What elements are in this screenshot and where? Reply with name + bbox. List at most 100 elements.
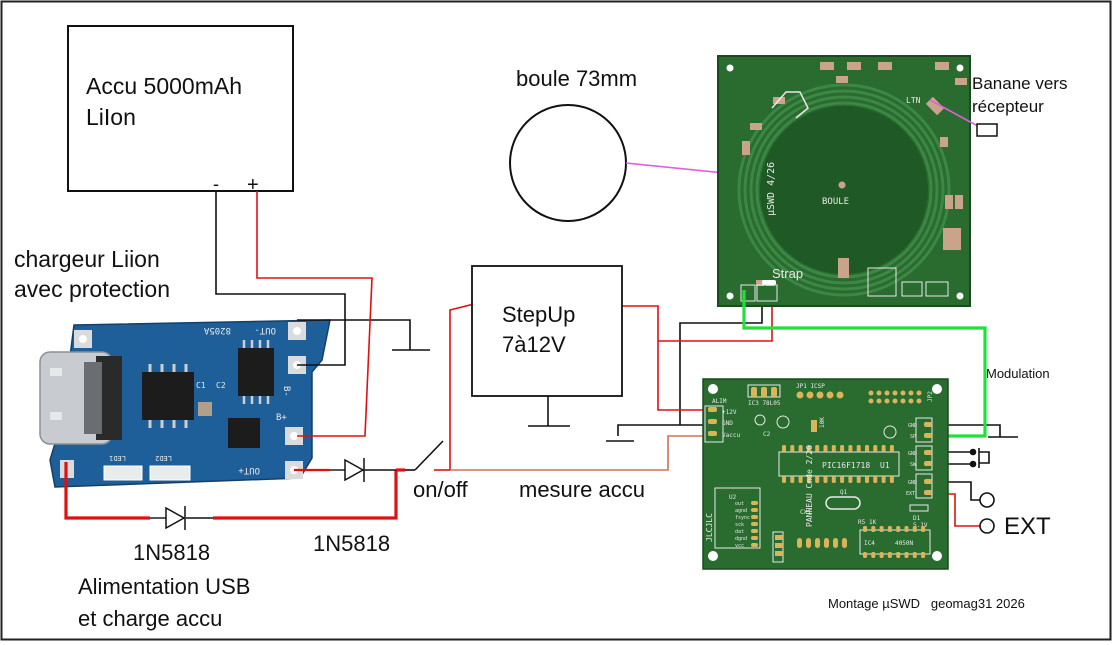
pcb-r5-label: R5 bbox=[858, 519, 866, 526]
coil-trace bbox=[771, 91, 809, 119]
u2-pin-label: agnd bbox=[735, 508, 747, 514]
pcb-ic4-outline bbox=[859, 529, 931, 555]
pcb-mcu-label: PIC16F1718 bbox=[822, 461, 870, 470]
ic4-pin bbox=[904, 526, 909, 532]
charger-silk-chip: 8205A bbox=[203, 325, 231, 335]
pcb-jlc-label: JLCJLC bbox=[705, 513, 714, 542]
jp2-header bbox=[868, 390, 922, 404]
battery-label-line1: Accu 5000mAh bbox=[86, 73, 242, 99]
pcb-cap-c1-icon bbox=[754, 414, 766, 426]
pcb-ext-gnd-label: GND bbox=[908, 480, 917, 486]
pcb-ic4-val: 4050N bbox=[895, 540, 913, 547]
charger-silk-out-plus: OUT+ bbox=[238, 465, 260, 475]
coil-mounting-holes bbox=[726, 64, 964, 300]
charger-ic-8205a bbox=[238, 348, 274, 396]
charger-silk-c5: C2 bbox=[216, 381, 226, 390]
pcb-12v-label: +12V bbox=[722, 409, 737, 416]
wire-battery-minus bbox=[215, 191, 346, 366]
charger-label-line2: avec protection bbox=[14, 276, 170, 302]
diode-usb-icon bbox=[165, 506, 186, 530]
mcu-pin bbox=[865, 445, 869, 452]
mcu-pin bbox=[790, 445, 795, 452]
charger-ic-u1 bbox=[142, 372, 194, 420]
wire-stepup-out bbox=[620, 305, 706, 411]
ic4-pin bbox=[887, 552, 892, 558]
u2-pin bbox=[751, 508, 758, 512]
mcu-pin bbox=[840, 445, 845, 452]
pcb-d1-label: D1 bbox=[913, 515, 921, 522]
ic4-pin bbox=[863, 526, 867, 532]
mcu-pin bbox=[889, 445, 894, 452]
mcu-pin bbox=[806, 445, 811, 452]
charger-ic-u1-pins bbox=[148, 364, 188, 428]
ic4-pin bbox=[887, 526, 892, 532]
pcb-u2-label: U2 bbox=[729, 494, 737, 501]
coil-connector-1 bbox=[740, 284, 756, 302]
u2-pin bbox=[751, 529, 758, 533]
pcb-ic3-label: IC3 78L05 bbox=[748, 400, 781, 407]
pcb-alim-label: ALIM bbox=[712, 398, 727, 405]
header-pin bbox=[806, 538, 811, 548]
u2-pin-label: dgnd bbox=[735, 536, 747, 542]
banana-connector-icon[interactable] bbox=[976, 123, 998, 137]
coil-pcb[interactable]: BOULE µSWD 4/26 LTN Strap bbox=[717, 55, 971, 307]
wire-out-minus bbox=[297, 319, 411, 350]
main-pcb-body bbox=[702, 378, 949, 570]
stepup-label-line1: StepUp bbox=[502, 302, 575, 327]
pcb-sp-gnd-label: GND bbox=[908, 423, 917, 429]
ext-terminal-icon[interactable] bbox=[979, 518, 995, 534]
usb-power-label-line2: et charge accu bbox=[78, 606, 222, 631]
charger-silk-b-minus: B- bbox=[281, 386, 291, 397]
charger-silk-out-minus: OUT- bbox=[254, 325, 276, 335]
wire-battery-plus bbox=[256, 191, 373, 437]
mcu-pin bbox=[831, 445, 836, 452]
on-off-switch-icon[interactable] bbox=[405, 440, 450, 471]
pcb-cap-c3-icon bbox=[883, 425, 897, 439]
header-pin bbox=[824, 538, 829, 548]
coil-strap-label: Strap bbox=[772, 266, 803, 281]
ic4-pin bbox=[912, 526, 917, 532]
mcu-pin bbox=[889, 476, 894, 483]
battery-block[interactable]: Accu 5000mAh LiIon - + bbox=[67, 25, 294, 196]
ic4-pin bbox=[871, 526, 876, 532]
mcu-pin bbox=[831, 476, 836, 483]
stepup-block[interactable]: StepUp 7à12V bbox=[471, 265, 623, 397]
usb-c-connector-icon bbox=[39, 351, 122, 445]
pcb-ic4-label: IC4 bbox=[864, 540, 875, 547]
ic4-pin bbox=[912, 552, 917, 558]
u2-pin-label: vcc bbox=[735, 543, 744, 549]
mcu-pin bbox=[848, 445, 853, 452]
mcu-pin bbox=[782, 476, 786, 483]
battery-label-line2: LiIon bbox=[86, 104, 136, 130]
measure-label: mesure accu bbox=[519, 477, 645, 502]
u2-pin bbox=[751, 543, 758, 547]
main-pcb[interactable]: ALIM +12V GND Vaccu IC3 78L05 JP1 ICSP J… bbox=[702, 378, 949, 570]
ic4-pin bbox=[904, 552, 909, 558]
pcb-crystal-q1 bbox=[825, 496, 861, 510]
mcu-pin bbox=[823, 445, 828, 452]
charger-silk-led1: LED1 bbox=[109, 454, 126, 462]
charger-silk-b-plus: B+ bbox=[276, 413, 287, 423]
coil-rings bbox=[737, 83, 951, 297]
diode-out-icon bbox=[344, 458, 365, 482]
pcb-d1-val: 5.1V bbox=[913, 522, 928, 529]
charger-cap-c1 bbox=[198, 402, 212, 416]
ic4-pin bbox=[879, 552, 884, 558]
coil-ltn-label: LTN bbox=[906, 96, 921, 105]
charger-module[interactable]: OUT- 8205A B- B+ OUT+ LED1 LED2 C1 C2 bbox=[39, 319, 331, 488]
pcb-jp1-label: JP1 ICSP bbox=[796, 383, 825, 390]
stepup-box bbox=[471, 265, 623, 397]
battery-minus-label: - bbox=[213, 174, 219, 194]
u2-pin bbox=[751, 522, 758, 526]
wire-measure-accu bbox=[450, 435, 706, 471]
mcu-pin bbox=[815, 445, 820, 452]
header-pin bbox=[815, 538, 820, 548]
usb-red-wire bbox=[64, 462, 405, 520]
pcb-side-label: PANNEAU Cmde 2/26 bbox=[805, 445, 814, 527]
pcb-cx1-label: CX1 bbox=[800, 509, 811, 516]
coil-center bbox=[760, 106, 928, 274]
ext-label: EXT bbox=[1004, 513, 1051, 540]
pcb-u1-label: U1 bbox=[880, 461, 890, 470]
charger-led1 bbox=[103, 465, 143, 481]
pcb-c2-label: C2 bbox=[763, 431, 771, 438]
